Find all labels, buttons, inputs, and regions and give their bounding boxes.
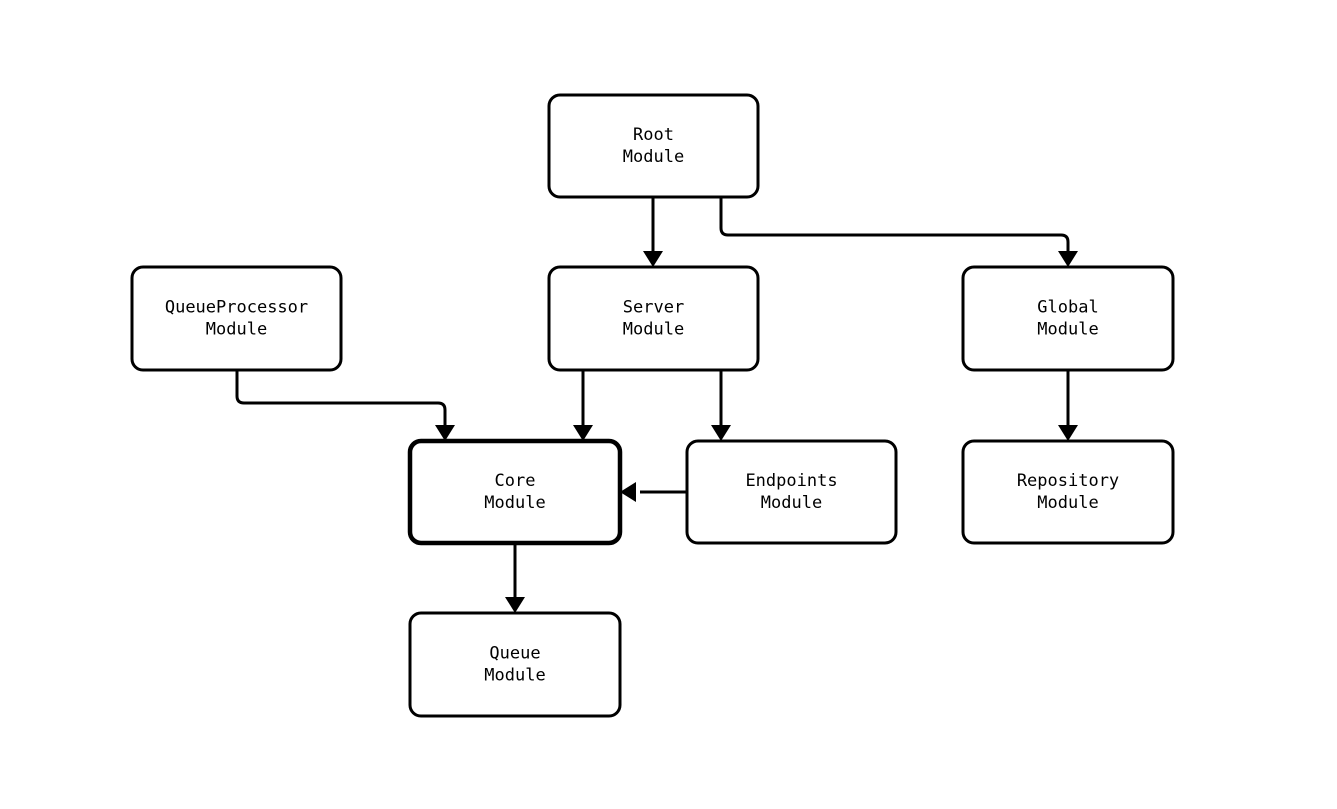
- node-label-line1: Endpoints: [745, 471, 837, 491]
- edge-global-to-repository: [1058, 370, 1078, 441]
- node-label-line1: Server: [623, 298, 684, 318]
- edges-layer: [235, 197, 1078, 613]
- node-box[interactable]: [961, 439, 1175, 545]
- edge-line: [719, 197, 1070, 251]
- node-label-line2: Module: [206, 320, 267, 340]
- node-box[interactable]: [130, 265, 343, 372]
- arrow-head-icon: [1058, 251, 1078, 267]
- node-label-line2: Module: [761, 493, 822, 513]
- node-box[interactable]: [547, 93, 760, 199]
- edge-core-to-queue: [505, 543, 525, 613]
- node-label-line2: Module: [623, 320, 684, 340]
- arrow-head-icon: [643, 251, 663, 267]
- edge-root-to-global: [719, 197, 1078, 267]
- arrow-head-icon: [620, 482, 636, 502]
- edge-root-to-server: [643, 197, 663, 267]
- arrow-head-icon: [1058, 425, 1078, 441]
- node-box[interactable]: [961, 265, 1175, 372]
- node-label-line1: Queue: [489, 644, 540, 664]
- edge-line: [235, 370, 447, 425]
- arrow-head-icon: [711, 425, 731, 441]
- arrow-head-icon: [435, 425, 455, 441]
- node-label-line1: Core: [495, 471, 536, 491]
- node-box[interactable]: [685, 439, 898, 545]
- arrow-head-icon: [573, 425, 593, 441]
- node-label-line2: Module: [623, 147, 684, 167]
- node-label-line2: Module: [1037, 320, 1098, 340]
- node-label-line1: Root: [633, 125, 674, 145]
- node-box[interactable]: [408, 611, 622, 718]
- edge-server-to-core: [573, 370, 593, 441]
- nodes-layer: RootModuleQueueProcessorModuleServerModu…: [130, 93, 1175, 718]
- node-label-line1: Repository: [1017, 471, 1119, 491]
- node-box[interactable]: [407, 438, 623, 546]
- node-label-line2: Module: [484, 666, 545, 686]
- node-box[interactable]: [547, 265, 760, 372]
- arrow-head-icon: [505, 597, 525, 613]
- node-label-line1: QueueProcessor: [165, 298, 308, 318]
- node-label-line2: Module: [1037, 493, 1098, 513]
- edge-queueprocessor-to-core: [235, 370, 455, 441]
- edge-endpoints-to-core: [620, 482, 687, 502]
- node-label-line1: Global: [1037, 298, 1098, 318]
- node-label-line2: Module: [484, 493, 545, 513]
- edge-server-to-endpoints: [711, 370, 731, 441]
